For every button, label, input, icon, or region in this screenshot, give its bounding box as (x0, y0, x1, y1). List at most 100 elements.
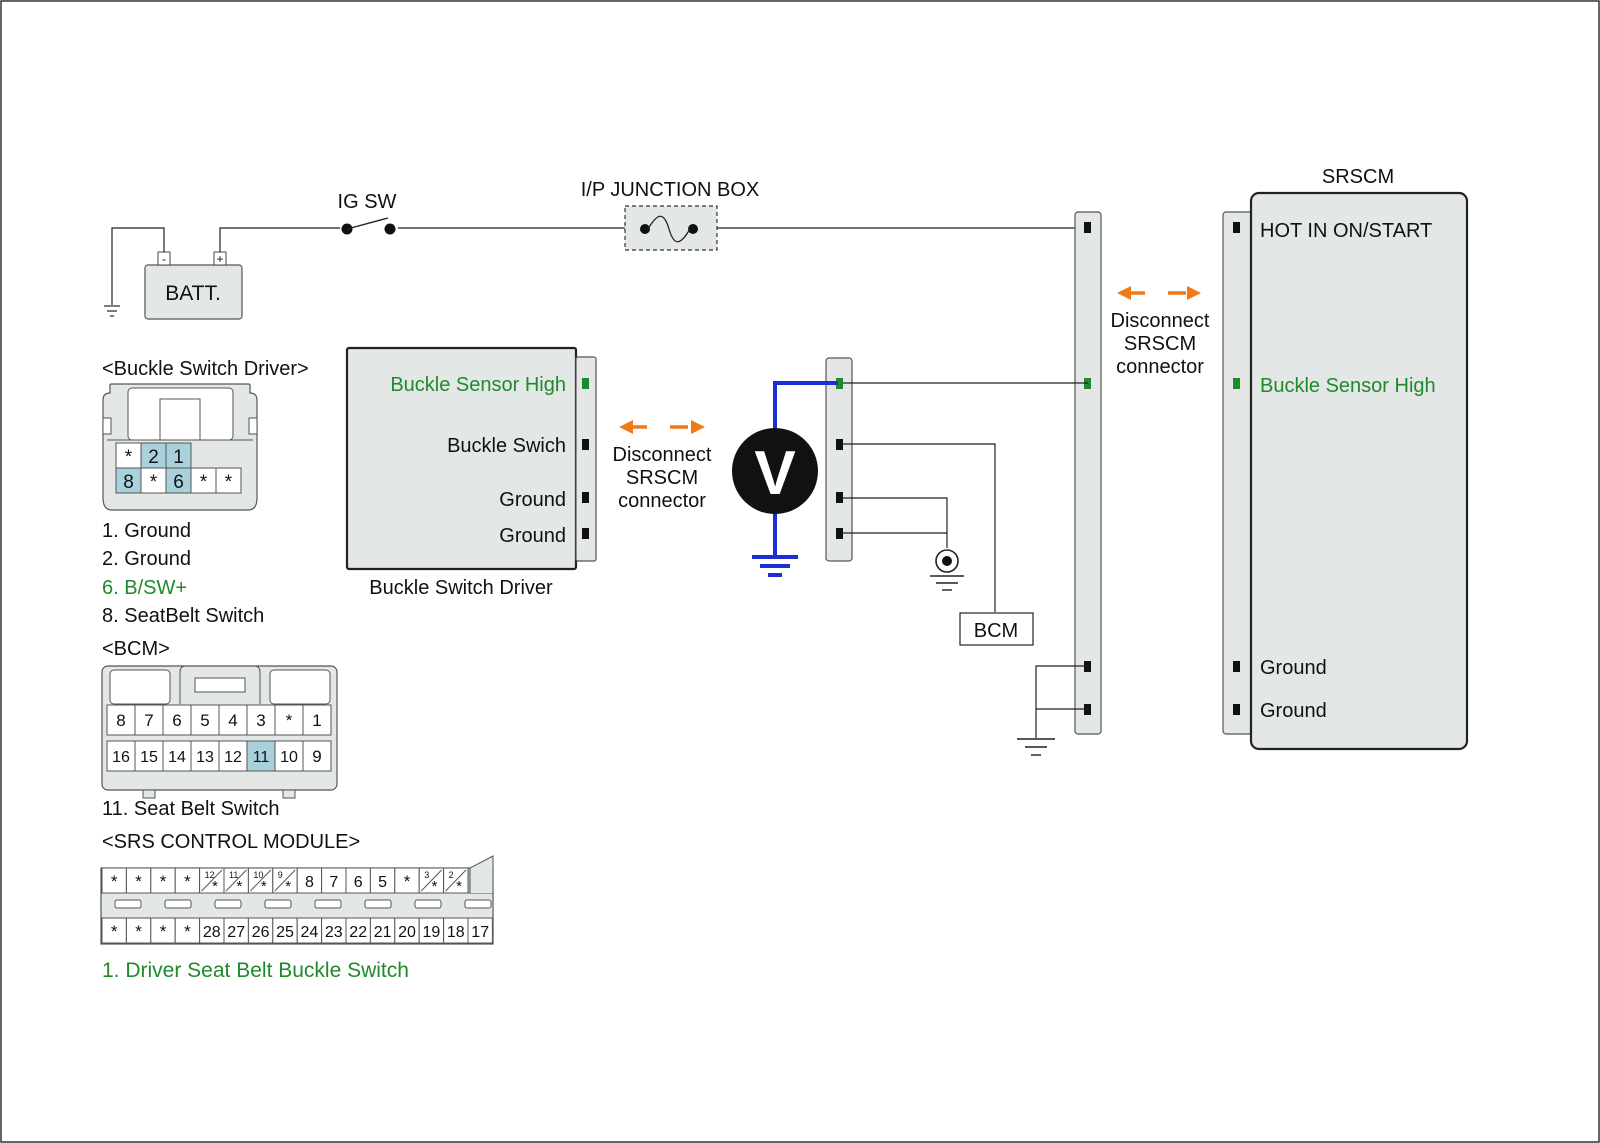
srscm-pin-buckle-sensor-high: Buckle Sensor High (1260, 375, 1436, 397)
ground-symbol-harness (1017, 738, 1055, 756)
buckle-pin-cell: * (125, 447, 133, 468)
legend-buckle-title: <Buckle Switch Driver> (102, 358, 309, 380)
srs-pin-box (150, 867, 176, 894)
buckle-pin-cell: 2 (148, 447, 159, 468)
buckle-driver-pin-sensor-high: Buckle Sensor High (390, 374, 566, 396)
srs-pin-box (296, 867, 323, 894)
srs-pin-box (272, 917, 298, 944)
srs-pin-box (418, 917, 445, 944)
buckle-pin-cell: 1 (173, 447, 184, 468)
srs-pin-box (345, 917, 371, 944)
bcm-pin-box (246, 704, 276, 736)
srs-pin-star: * (432, 878, 438, 895)
bcm-pin-label: 16 (112, 749, 130, 766)
srs-pin-label: 24 (301, 924, 319, 941)
ig-switch[interactable]: IG SW (338, 191, 398, 238)
disconnect-right-line1: Disconnect (1111, 310, 1210, 332)
srs-pin-label: 19 (423, 924, 441, 941)
srs-pin-label: 3 (424, 870, 429, 880)
srs-pin-label: * (160, 922, 167, 941)
bcm-pin-label: 15 (140, 749, 158, 766)
srs-pin-divider (250, 869, 272, 892)
buckle-pin-cell: 6 (173, 472, 184, 493)
legend-buckle-note-1: 1. Ground (102, 520, 191, 542)
srs-pin-label: * (160, 872, 167, 891)
srs-latch-slot (214, 899, 242, 909)
buckle-connector-face: * 2 1 8 * 6 * * (102, 383, 258, 511)
buckle-switch-wire (843, 443, 996, 612)
ground-point-icon (930, 549, 964, 591)
srs-pin-star: * (212, 878, 218, 895)
bcm-pin-box (302, 704, 332, 736)
ground-symbol-voltmeter (752, 555, 798, 577)
srs-pin-label: * (111, 922, 118, 941)
srs-pin-label: 18 (447, 924, 465, 941)
srs-pin-box (150, 917, 176, 944)
srs-pin-label: 23 (325, 924, 343, 941)
buckle-harness-connector (825, 357, 853, 562)
bcm-pin-label: 6 (172, 711, 181, 730)
srs-pin-label: * (184, 922, 191, 941)
ig-switch-label: IG SW (338, 191, 397, 213)
legend-srs-title: <SRS CONTROL MODULE> (102, 831, 360, 853)
buckle-driver-connector (575, 356, 597, 562)
srs-pin-star: * (236, 878, 242, 895)
srs-pin-label: 6 (354, 874, 363, 891)
buckle-pin-cell: * (200, 472, 208, 493)
buckle-pin-cell: * (225, 472, 233, 493)
srs-pin-label: 22 (349, 924, 367, 941)
disconnect-right-line3: connector (1116, 356, 1204, 378)
ip-junction-box: I/P JUNCTION BOX (581, 179, 760, 251)
srs-pin-box (321, 867, 347, 894)
srs-latch-slot (264, 899, 292, 909)
srscm-connector (1222, 211, 1254, 735)
bcm-pin-box (190, 704, 220, 736)
bcm-pin-label: 12 (224, 749, 242, 766)
srs-latch-slot (164, 899, 192, 909)
voltmeter-symbol: V (754, 439, 795, 508)
battery-plus-label: + (216, 252, 223, 266)
srs-pin-divider (274, 869, 296, 892)
disconnect-arrow-right (1117, 286, 1201, 300)
battery-label: BATT. (165, 282, 221, 305)
bcm-pin-label: 4 (228, 711, 237, 730)
srs-pin-star: * (456, 878, 462, 895)
srs-pin-label: 28 (203, 924, 221, 941)
bcm-pin-box (246, 740, 276, 772)
srs-pin-label: 8 (305, 874, 314, 891)
srs-pin-label: * (135, 922, 142, 941)
bcm-pin-box (274, 704, 304, 736)
buckle-driver-box-label: Buckle Switch Driver (369, 577, 553, 599)
disconnect-arrow-left (619, 420, 705, 434)
srs-pin-box (467, 917, 493, 944)
srs-latch-slot (414, 899, 442, 909)
srs-key-tab (469, 855, 494, 893)
srs-pin-box (125, 917, 152, 944)
legend-bcm-title: <BCM> (102, 638, 170, 660)
srs-pin-label: 21 (374, 924, 392, 941)
srs-pin-label: 7 (329, 874, 338, 891)
battery: BATT. - + (144, 251, 243, 320)
buckle-driver-pin-buckle-switch: Buckle Swich (447, 435, 566, 457)
srs-pin-divider (201, 869, 223, 892)
srs-pin-label: * (111, 872, 118, 891)
buckle-pin-cell: 8 (123, 472, 134, 493)
bcm-box: BCM (959, 612, 1034, 646)
supply-wire (219, 227, 1088, 252)
bcm-pin-box (162, 704, 192, 736)
junction-box-label: I/P JUNCTION BOX (581, 179, 760, 201)
bcm-pin-label: 5 (200, 711, 209, 730)
buckle-driver-pin-ground-2: Ground (499, 525, 566, 547)
disconnect-right-line2: SRSCM (1124, 333, 1196, 355)
bcm-pin-box (134, 740, 164, 772)
ground-symbol-battery (104, 305, 120, 317)
srs-pin-box (321, 917, 347, 944)
disconnect-left-line1: Disconnect (613, 444, 712, 466)
bcm-pin-label: 8 (116, 711, 125, 730)
srs-pin-label: * (184, 872, 191, 891)
legend-bcm-note: 11. Seat Belt Switch (102, 798, 280, 820)
bcm-pin-box (162, 740, 192, 772)
srs-pin-label: 20 (398, 924, 416, 941)
